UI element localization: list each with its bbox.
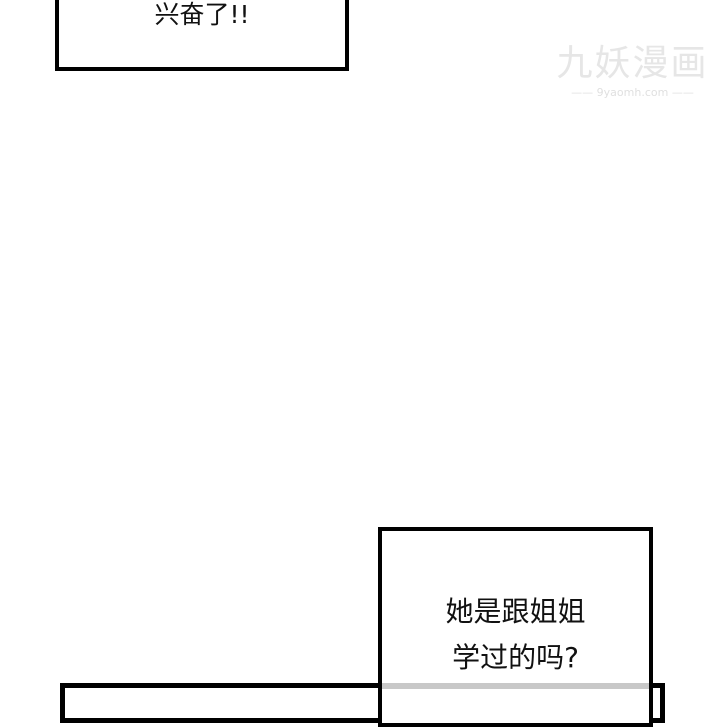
speech-text-question: 她是跟姐姐 学过的吗? [382, 589, 649, 681]
watermark-logo: 九妖漫画 —— 9yaomh.com —— [550, 43, 715, 100]
watermark-url: —— 9yaomh.com —— [571, 86, 694, 99]
speech-text-top: 兴奋了!! [154, 0, 250, 29]
watermark-title: 九妖漫画 [556, 43, 709, 84]
speech-line-2: 学过的吗? [452, 641, 579, 674]
panel-edge-shadow [382, 683, 649, 689]
speech-box-top: 兴奋了!! [55, 0, 349, 71]
speech-box-question: 她是跟姐姐 学过的吗? [378, 527, 653, 727]
speech-line-1: 她是跟姐姐 [445, 595, 586, 628]
